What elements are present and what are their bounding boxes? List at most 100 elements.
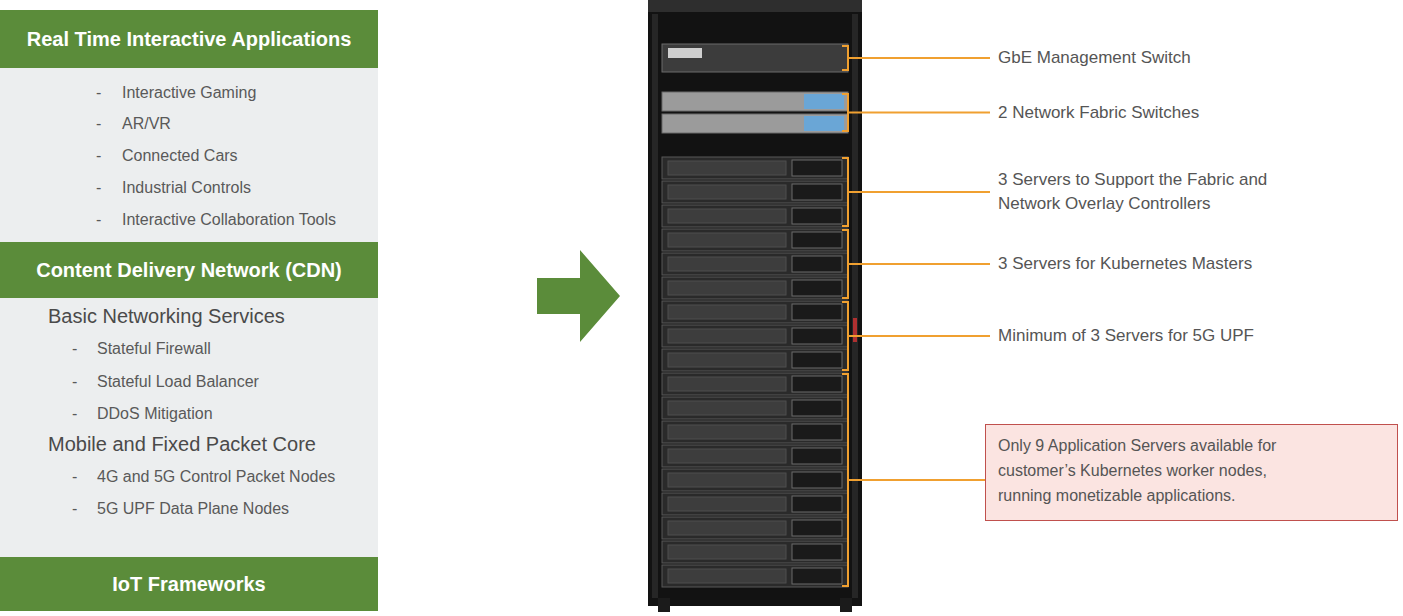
- server-vent: [668, 305, 786, 319]
- bracket: [842, 302, 848, 370]
- server-body: [662, 373, 848, 395]
- rack-handle: [853, 318, 857, 342]
- flow-arrow: [537, 250, 620, 342]
- list-item: DDoS Mitigation: [97, 403, 213, 425]
- server-body: [662, 277, 848, 299]
- rack-label: GbE Management Switch: [998, 46, 1191, 70]
- server-unit: [662, 325, 848, 347]
- bracket: [842, 374, 848, 586]
- drive-bay: [792, 328, 842, 344]
- rack-top: [648, 0, 862, 12]
- list-dash: -: [72, 403, 77, 425]
- sub-heading: Basic Networking Services: [48, 302, 285, 330]
- server-vent: [668, 545, 786, 559]
- drive-bay: [792, 424, 842, 440]
- server-vent: [668, 281, 786, 295]
- drive-bay: [792, 184, 842, 200]
- drive-bay: [792, 400, 842, 416]
- rack-label: Minimum of 3 Servers for 5G UPF: [998, 324, 1254, 348]
- server-vent: [668, 377, 786, 391]
- list-dash: -: [72, 338, 77, 360]
- bracket: [842, 94, 848, 131]
- drive-bay: [792, 448, 842, 464]
- list-dash: -: [96, 177, 101, 199]
- server-unit: [662, 517, 848, 539]
- list-dash: -: [72, 371, 77, 393]
- switch-ports: [804, 116, 844, 131]
- callout-text: Only 9 Application Servers available for…: [998, 434, 1316, 508]
- server-unit: [662, 373, 848, 395]
- server-unit: [662, 421, 848, 443]
- bracket: [842, 230, 848, 298]
- server-body: [662, 421, 848, 443]
- drive-bay: [792, 376, 842, 392]
- server-vent: [668, 329, 786, 343]
- drive-bay: [792, 208, 842, 224]
- server-body: [662, 181, 848, 203]
- drive-bay: [792, 472, 842, 488]
- drive-bay: [792, 304, 842, 320]
- server-body: [662, 517, 848, 539]
- brackets: [842, 46, 990, 586]
- server-unit: [662, 445, 848, 467]
- server-unit: [662, 253, 848, 275]
- drive-bay: [792, 520, 842, 536]
- server-unit: [662, 397, 848, 419]
- drive-bay: [792, 280, 842, 296]
- server-body: [662, 469, 848, 491]
- rack-label: 3 Servers for Kubernetes Masters: [998, 252, 1252, 276]
- server-vent: [668, 473, 786, 487]
- server-vent: [668, 353, 786, 367]
- list-dash: -: [72, 498, 77, 520]
- leader-line: [848, 112, 990, 114]
- list-item: Stateful Firewall: [97, 338, 211, 360]
- grey-panel: [0, 66, 378, 559]
- leader-line: [848, 263, 990, 265]
- server-body: [662, 157, 848, 179]
- server-vent: [668, 161, 786, 175]
- server-body: [662, 349, 848, 371]
- server-vent: [668, 185, 786, 199]
- server-vent: [668, 401, 786, 415]
- server-vent: [668, 497, 786, 511]
- list-dash: -: [96, 209, 101, 231]
- list-item: Industrial Controls: [122, 177, 251, 199]
- sub-heading: Mobile and Fixed Packet Core: [48, 430, 316, 458]
- management-switch: [662, 44, 848, 72]
- drive-bay: [792, 160, 842, 176]
- rack-rail: [852, 14, 858, 598]
- rack-foot: [840, 598, 852, 612]
- leader-line: [848, 57, 990, 59]
- list-item: 4G and 5G Control Packet Nodes: [97, 466, 335, 488]
- server-unit: [662, 229, 848, 251]
- category-header: Content Delivery Network (CDN): [0, 242, 378, 298]
- drive-bay: [792, 352, 842, 368]
- callout-box: Only 9 Application Servers available for…: [985, 424, 1398, 521]
- category-header: Real Time Interactive Applications: [0, 10, 378, 68]
- header-text: Real Time Interactive Applications: [27, 27, 352, 51]
- server-unit: [662, 565, 848, 587]
- server-body: [662, 397, 848, 419]
- rack-label: 3 Servers to Support the Fabric and Netw…: [998, 168, 1298, 216]
- server-unit: [662, 349, 848, 371]
- server-body: [662, 301, 848, 323]
- leader-line: [848, 191, 990, 193]
- list-item: Connected Cars: [122, 145, 238, 167]
- list-dash: -: [72, 466, 77, 488]
- leader-line: [848, 479, 985, 481]
- drive-bay: [792, 496, 842, 512]
- header-text: IoT Frameworks: [112, 572, 265, 596]
- switch-ports: [804, 94, 844, 109]
- server-unit: [662, 157, 848, 179]
- server-vent: [668, 257, 786, 271]
- server-unit: [662, 301, 848, 323]
- server-rack: [648, 0, 862, 612]
- drive-bay: [792, 568, 842, 584]
- server-vent: [668, 233, 786, 247]
- server-body: [662, 253, 848, 275]
- server-vent: [668, 521, 786, 535]
- bracket: [842, 46, 848, 70]
- server-body: [662, 325, 848, 347]
- rack-label: 2 Network Fabric Switches: [998, 101, 1199, 125]
- server-body: [662, 541, 848, 563]
